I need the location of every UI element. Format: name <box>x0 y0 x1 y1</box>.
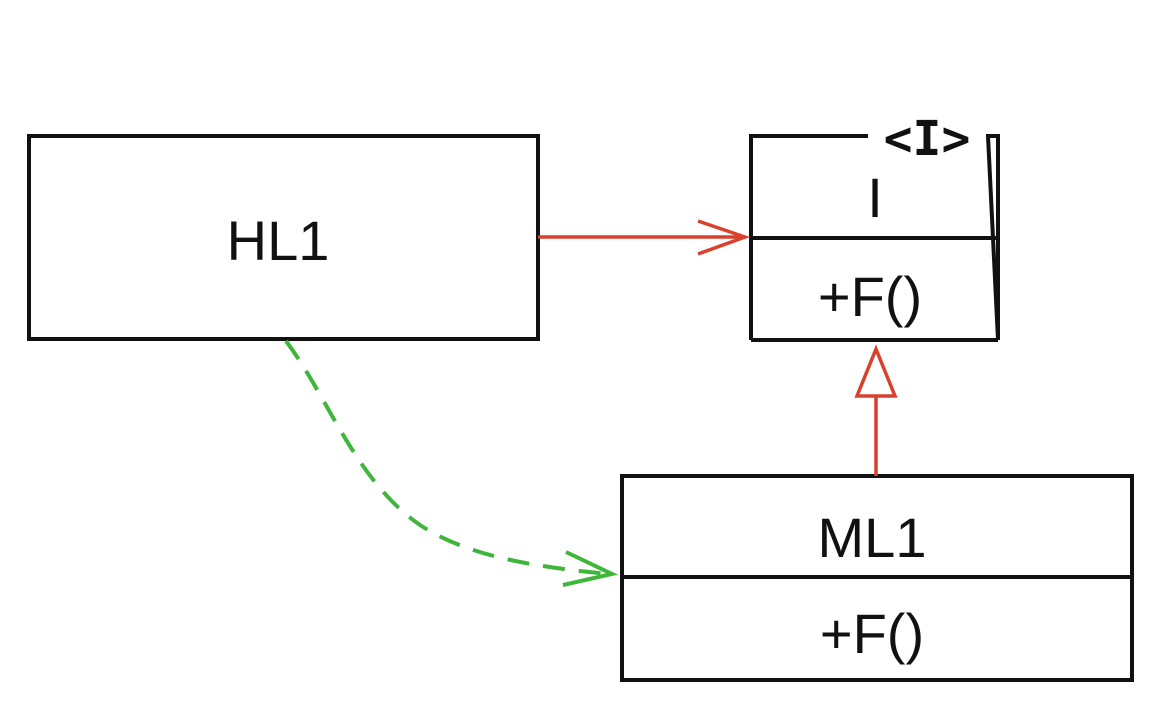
class-ml1-operation: +F() <box>820 602 924 665</box>
class-ml1-name: ML1 <box>818 506 927 569</box>
interface-i[interactable]: <I> I +F() <box>749 111 1000 342</box>
interface-stereotype: <I> <box>884 111 971 167</box>
realization-ml1-to-i <box>854 344 898 476</box>
realization-arrowhead <box>854 344 898 398</box>
dependency-hl1-to-ml1 <box>284 339 619 587</box>
association-arrowhead <box>697 219 751 256</box>
class-ml1[interactable]: ML1 +F() <box>620 474 1134 682</box>
class-hl1-name: HL1 <box>227 209 330 272</box>
interface-operation: +F() <box>818 265 922 328</box>
class-hl1-box <box>27 134 540 341</box>
interface-name: I <box>867 166 883 229</box>
dependency-arrowhead <box>562 550 619 587</box>
class-hl1[interactable]: HL1 <box>27 134 540 341</box>
association-hl1-to-i <box>538 219 751 256</box>
dependency-line <box>284 339 609 576</box>
